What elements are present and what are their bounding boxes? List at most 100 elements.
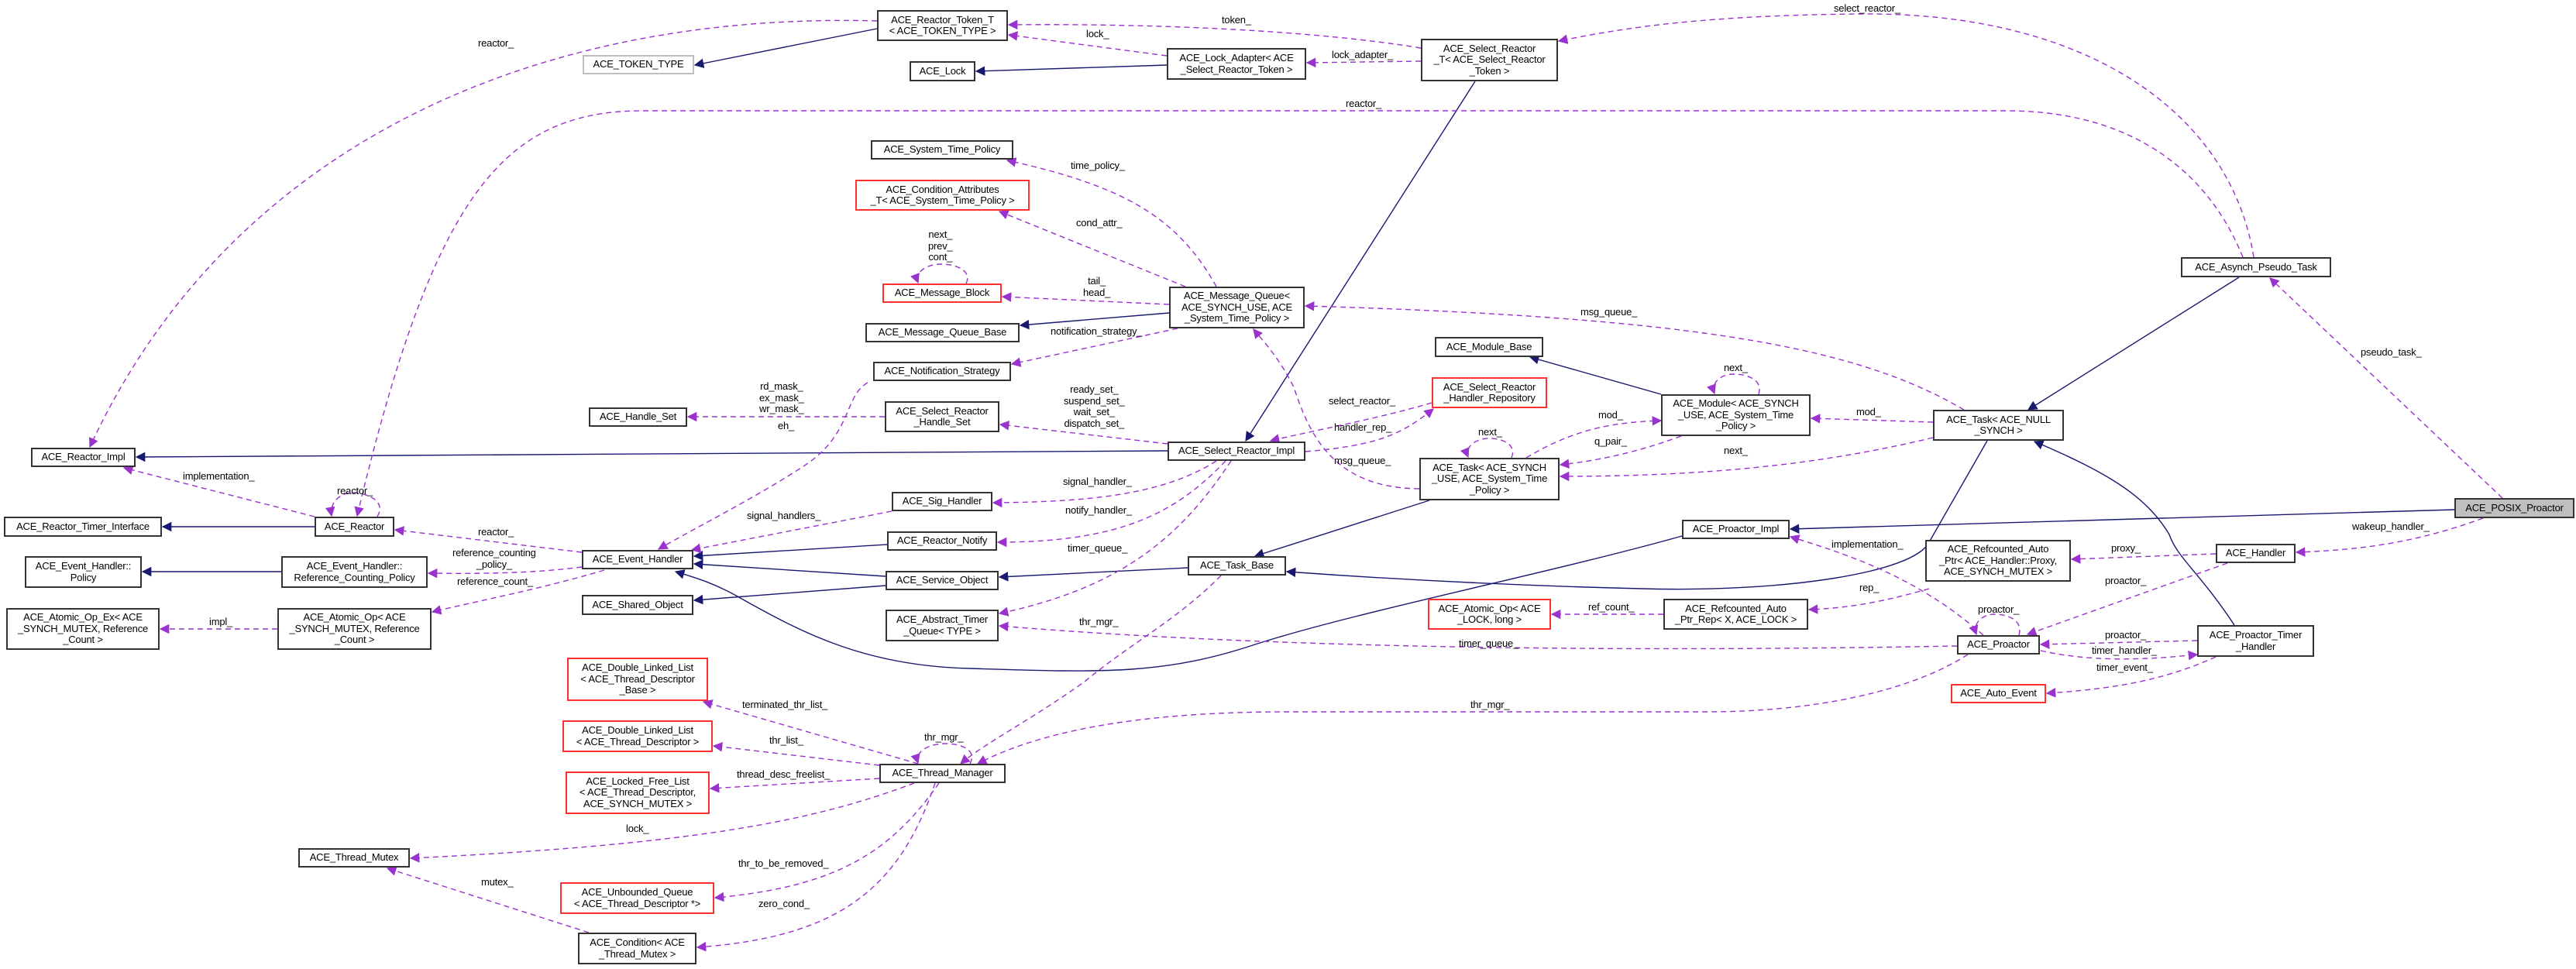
class-ace-atomic-op-ex[interactable]: ACE_Atomic_Op_Ex< ACE _SYNCH_MUTEX, Refe… — [6, 608, 160, 650]
class-ace-auto-event[interactable]: ACE_Auto_Event — [1951, 684, 2046, 703]
class-ace-event-handler[interactable]: ACE_Event_Handler — [582, 550, 693, 569]
edge-inherit-task-null-pseudo — [2027, 277, 2240, 411]
edge-label: reactor_ — [478, 526, 514, 538]
edge-label: proactor_ — [1978, 603, 2020, 615]
class-ace-reactor-timer-interface[interactable]: ACE_Reactor_Timer_Interface — [4, 517, 162, 537]
edge-label: mutex_ — [481, 876, 514, 888]
edge-use-implementation — [122, 465, 315, 517]
class-ace-message-queue-base[interactable]: ACE_Message_Queue_Base — [865, 323, 1020, 342]
edge-use-reactor-self — [325, 492, 380, 517]
edge-use-signal-handler — [992, 460, 1217, 508]
edge-use-lock — [1007, 31, 1168, 57]
class-ace-reactor[interactable]: ACE_Reactor — [315, 517, 394, 537]
class-ace-task-base[interactable]: ACE_Task_Base — [1188, 556, 1286, 576]
class-ace-condition-attributes-t[interactable]: ACE_Condition_Attributes _T< ACE_System_… — [855, 180, 1030, 211]
edge-label: proactor_ — [2105, 629, 2147, 641]
class-ace-select-reactor-handle-set[interactable]: ACE_Select_Reactor _Handle_Set — [885, 401, 999, 432]
class-ace-double-linked-list-base[interactable]: ACE_Double_Linked_List < ACE_Thread_Desc… — [567, 658, 708, 701]
edge-use-rep — [1807, 588, 1930, 614]
edge-label: wakeup_handler_ — [2352, 521, 2430, 532]
class-ace-reactor-token-t[interactable]: ACE_Reactor_Token_T < ACE_TOKEN_TYPE > — [877, 10, 1008, 41]
class-ace-module-base[interactable]: ACE_Module_Base — [1435, 337, 1543, 357]
edge-label: proxy_ — [2111, 542, 2141, 554]
class-ace-asynch-pseudo-task[interactable]: ACE_Asynch_Pseudo_Task — [2181, 257, 2331, 277]
edge-label: rep_ — [1859, 582, 1880, 593]
edge-inherit-proactor-impl — [1789, 509, 2455, 534]
edge-inherit-reactor-impl — [135, 450, 1168, 462]
edge-inherit-event-handler-proactor-impl — [674, 535, 1683, 672]
class-ace-proactor-impl[interactable]: ACE_Proactor_Impl — [1682, 520, 1790, 539]
edge-use-token — [1007, 19, 1422, 49]
edge-use-msg-queue-null — [1304, 301, 1965, 411]
class-ace-reactor-notify[interactable]: ACE_Reactor_Notify — [887, 531, 997, 551]
class-ace-thread-mutex[interactable]: ACE_Thread_Mutex — [298, 848, 410, 868]
class-ace-refcounted-auto-ptr-rep[interactable]: ACE_Refcounted_Auto _Ptr_Rep< X, ACE_LOC… — [1663, 599, 1808, 630]
class-ace-atomic-op-mutex[interactable]: ACE_Atomic_Op< ACE _SYNCH_MUTEX, Referen… — [277, 608, 432, 650]
edge-use-select-reactor-repo — [1269, 402, 1432, 444]
edge-label: reference_counting _policy_ — [452, 547, 536, 570]
class-ace-message-block[interactable]: ACE_Message_Block — [882, 283, 1002, 303]
edge-use-proactor-timer — [2039, 639, 2198, 650]
class-ace-select-reactor-handler-repository[interactable]: ACE_Select_Reactor _Handler_Repository — [1432, 377, 1547, 408]
class-ace-select-reactor-impl[interactable]: ACE_Select_Reactor_Impl — [1168, 442, 1305, 461]
edge-label: next_ prev_ cont_ — [928, 229, 953, 263]
class-ace-sig-handler[interactable]: ACE_Sig_Handler — [892, 492, 992, 511]
class-ace-shared-object[interactable]: ACE_Shared_Object — [582, 595, 693, 615]
edge-use-timer-event — [2045, 656, 2217, 698]
class-ace-token-type[interactable]: ACE_TOKEN_TYPE — [583, 55, 694, 74]
edge-inherit-select-reactor-impl — [1245, 81, 1476, 442]
edge-inherit-task-base — [1254, 500, 1430, 558]
class-ace-service-object[interactable]: ACE_Service_Object — [886, 571, 999, 590]
edge-label: select_reactor_ — [1329, 395, 1395, 407]
edge-use-lock-adapter — [1305, 57, 1422, 68]
edge-use-ref-counting-policy — [427, 566, 583, 579]
class-ace-task-synch-use[interactable]: ACE_Task< ACE_SYNCH _USE, ACE_System_Tim… — [1419, 458, 1560, 500]
class-ace-reference-counting-policy[interactable]: ACE_Event_Handler:: Reference_Counting_P… — [281, 556, 428, 588]
class-ace-abstract-timer-queue[interactable]: ACE_Abstract_Timer _Queue< TYPE > — [886, 610, 999, 641]
edge-label: handler_rep_ — [1334, 421, 1392, 433]
class-ace-refcounted-auto-ptr-proxy[interactable]: ACE_Refcounted_Auto _Ptr< ACE_Handler::P… — [1925, 540, 2071, 582]
edge-use-mutex — [386, 866, 590, 933]
edge-use-time-policy — [1006, 157, 1217, 287]
edge-label: implementation_ — [1831, 538, 1904, 550]
edge-use-mod — [1525, 416, 1663, 459]
edge-use-select-reactor — [1557, 13, 2254, 258]
class-ace-notification-strategy[interactable]: ACE_Notification_Strategy — [873, 362, 1011, 381]
edge-use-thr-mgr-self — [910, 743, 972, 765]
edge-label: implementation_ — [183, 470, 255, 482]
edge-use-implementation-proactor — [1789, 534, 1984, 636]
class-ace-proactor[interactable]: ACE_Proactor — [1957, 635, 2040, 655]
class-ace-lock[interactable]: ACE_Lock — [910, 61, 975, 81]
class-ace-lock-adapter[interactable]: ACE_Lock_Adapter< ACE _Select_Reactor_To… — [1167, 48, 1306, 80]
edge-use-wakeup-handler — [2295, 517, 2484, 557]
class-ace-module[interactable]: ACE_Module< ACE_SYNCH _USE, ACE_System_T… — [1661, 394, 1811, 436]
class-ace-condition[interactable]: ACE_Condition< ACE _Thread_Mutex > — [578, 933, 696, 964]
class-ace-handler[interactable]: ACE_Handler — [2216, 544, 2296, 563]
class-ace-posix-proactor[interactable]: ACE_POSIX_Proactor — [2454, 498, 2574, 518]
edge-label: next_ — [1724, 362, 1748, 373]
edge-label: notification_strategy_ — [1051, 325, 1143, 337]
edge-label: timer_queue_ — [1459, 637, 1519, 649]
class-ace-atomic-op-lock[interactable]: ACE_Atomic_Op< ACE _LOCK, long > — [1428, 599, 1551, 630]
edge-inherit-token-type — [693, 28, 878, 68]
edge-label: q_pair_ — [1594, 435, 1627, 447]
class-ace-unbounded-queue[interactable]: ACE_Unbounded_Queue < ACE_Thread_Descrip… — [560, 882, 714, 914]
edge-label: rd_mask_ ex_mask_ wr_mask_ — [759, 380, 804, 414]
class-ace-system-time-policy[interactable]: ACE_System_Time_Policy — [871, 140, 1013, 160]
class-ace-handle-set[interactable]: ACE_Handle_Set — [589, 407, 687, 427]
class-ace-reactor-impl[interactable]: ACE_Reactor_Impl — [31, 448, 136, 467]
edge-label: thr_mgr_ — [924, 731, 964, 743]
edge-inherit-event-handler-notify — [693, 544, 888, 561]
edge-label: thr_mgr_ — [1470, 699, 1510, 710]
class-ace-locked-free-list[interactable]: ACE_Locked_Free_List < ACE_Thread_Descri… — [566, 771, 710, 814]
class-ace-task-null-synch[interactable]: ACE_Task< ACE_NULL _SYNCH > — [1933, 410, 2064, 441]
class-ace-thread-manager[interactable]: ACE_Thread_Manager — [879, 764, 1006, 783]
class-ace-proactor-timer-handler[interactable]: ACE_Proactor_Timer _Handler — [2197, 625, 2314, 657]
class-ace-message-queue[interactable]: ACE_Message_Queue< ACE_SYNCH_USE, ACE _S… — [1169, 287, 1305, 328]
class-ace-double-linked-list[interactable]: ACE_Double_Linked_List < ACE_Thread_Desc… — [562, 720, 713, 752]
class-ace-select-reactor-t[interactable]: ACE_Select_Reactor _T< ACE_Select_Reacto… — [1421, 39, 1558, 81]
class-ace-event-handler-policy[interactable]: ACE_Event_Handler:: Policy — [25, 556, 142, 588]
edge-inherit-shared-object — [693, 585, 886, 605]
edge-label: pseudo_task_ — [2361, 346, 2422, 358]
